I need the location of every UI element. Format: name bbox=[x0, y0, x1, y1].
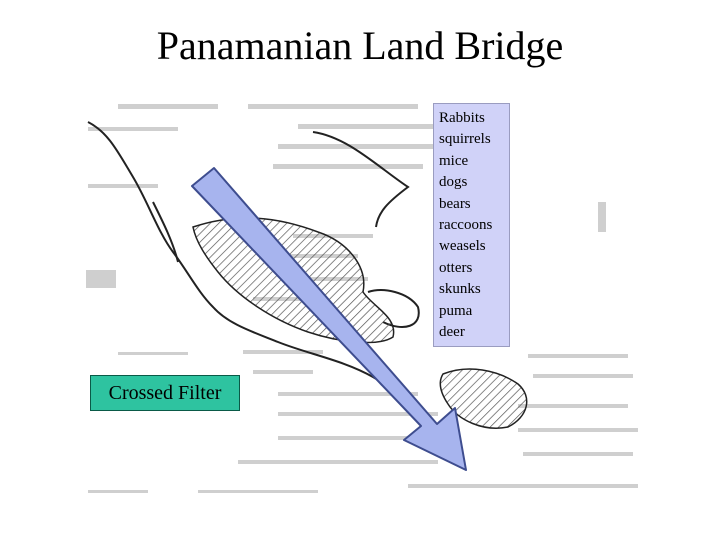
animal-item: bears bbox=[439, 195, 471, 212]
animal-item: weasels bbox=[439, 238, 486, 255]
animal-list: Rabbits squirrels mice dogs bears raccoo… bbox=[433, 103, 510, 347]
animal-item: skunks bbox=[439, 281, 481, 298]
map-image bbox=[86, 104, 638, 493]
animal-item: deer bbox=[439, 324, 465, 341]
slide-title: Panamanian Land Bridge bbox=[156, 23, 564, 68]
animal-item: puma bbox=[439, 302, 473, 319]
animal-item: squirrels bbox=[439, 131, 491, 148]
animal-item: raccoons bbox=[439, 217, 493, 234]
animal-item: mice bbox=[439, 152, 469, 169]
animal-item: dogs bbox=[439, 174, 468, 191]
animal-item: otters bbox=[439, 259, 473, 276]
crossed-filter-label: Crossed Filter bbox=[90, 375, 240, 411]
animal-item: Rabbits bbox=[439, 110, 485, 126]
